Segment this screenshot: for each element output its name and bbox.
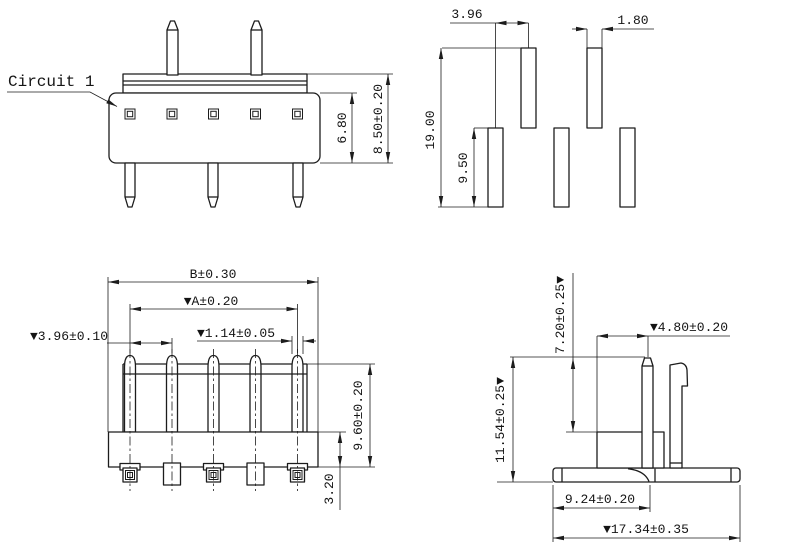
- mount-strip: [122, 73, 308, 94]
- latch-profile: [669, 362, 689, 469]
- housing-profile: [596, 431, 665, 469]
- base-plate: [552, 467, 741, 483]
- pin-profile: [641, 357, 654, 469]
- front-view: 6.80 8.50±0.20 Circuit 1: [7, 20, 393, 208]
- pin-tail: [586, 47, 603, 129]
- bottom-pin: [292, 162, 304, 208]
- dim-overall-width: B±0.30: [190, 267, 237, 282]
- dim-base-width: ▼17.34±0.35: [603, 522, 689, 537]
- dim-overall-height: 11.54±0.25▼: [493, 377, 508, 463]
- pin-tail: [487, 127, 504, 208]
- dim-tail-offset: 9.24±0.20: [565, 492, 635, 507]
- dim-tail-length: 9.50: [456, 152, 471, 183]
- dim-overall-height: 8.50±0.20: [371, 84, 386, 154]
- dim-pin-width-tol: ▼1.14±0.05: [197, 326, 275, 341]
- dim-pin-offset: ▼4.80±0.20: [650, 320, 728, 335]
- circuit1-leader-arrow: [7, 91, 118, 107]
- dim-base-thickness: 3.20: [322, 473, 337, 504]
- dim-pitch-tol: ▼3.96±0.10: [30, 329, 108, 344]
- top-peg: [250, 20, 263, 76]
- dim-pitch: 3.96: [451, 7, 482, 22]
- bottom-pin: [207, 162, 219, 208]
- solder-fillet: [627, 468, 650, 482]
- pin-layout-view: 3.96 1.80 19.00 9.50: [423, 7, 654, 208]
- bottom-pin: [124, 162, 136, 208]
- pin-tail: [520, 47, 537, 129]
- contact-cavities: [124, 108, 303, 120]
- side-view: 7.20±0.25▼ 11.54±0.25▼ ▼4.80±0.20 9.24±0…: [493, 273, 741, 542]
- dim-pin-height: 7.20±0.25▼: [553, 276, 568, 354]
- pin-tail: [619, 127, 636, 208]
- dim-cavity-height: 6.80: [335, 112, 350, 143]
- dim-body-height: 9.60±0.20: [351, 380, 366, 450]
- pin-tail: [553, 127, 570, 208]
- centerlines: [129, 349, 298, 491]
- top-peg: [166, 20, 179, 76]
- dim-overall-length: 19.00: [423, 110, 438, 149]
- dim-pin-width: 1.80: [617, 13, 648, 28]
- circuit1-label: Circuit 1: [8, 73, 94, 91]
- dim-pin-span: ▼A±0.20: [184, 294, 239, 309]
- housing-body: [108, 92, 321, 164]
- top-view: B±0.30 ▼A±0.20 ▼3.96±0.10 ▼1.14±0.05 9.6…: [30, 267, 375, 510]
